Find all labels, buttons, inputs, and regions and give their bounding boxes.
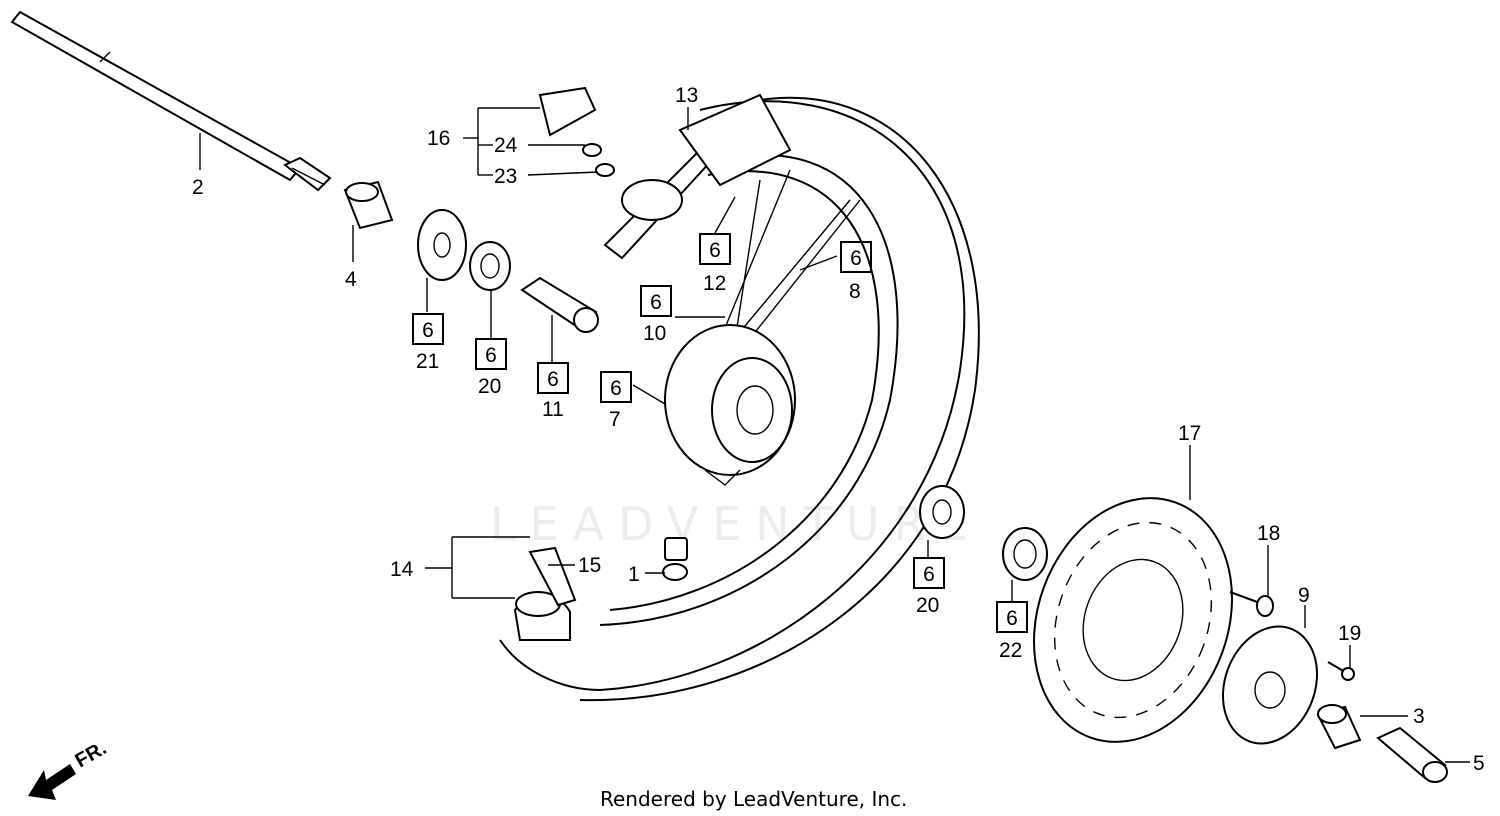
callout-20-left: 20 — [478, 375, 501, 398]
disc-cover-part[interactable] — [1207, 613, 1333, 757]
leader-lines — [199, 107, 1470, 763]
spokes-part[interactable] — [719, 169, 861, 351]
svg-text:6: 6 — [1006, 607, 1018, 630]
rim-band-part[interactable] — [538, 86, 615, 177]
callout-23: 23 — [494, 165, 517, 188]
ref-box-8: 6 — [840, 241, 872, 273]
ref-box-11: 6 — [537, 362, 569, 394]
bearing-right-part[interactable] — [919, 485, 965, 539]
svg-text:6: 6 — [547, 368, 559, 391]
svg-text:6: 6 — [709, 239, 721, 262]
svg-text:6: 6 — [850, 247, 862, 270]
side-collar-part[interactable] — [1316, 704, 1362, 750]
callout-18: 18 — [1257, 522, 1280, 545]
callout-9: 9 — [1298, 584, 1310, 607]
callout-7: 7 — [609, 408, 621, 431]
svg-text:6: 6 — [650, 291, 662, 314]
callout-12: 12 — [703, 272, 726, 295]
callout-14: 14 — [390, 558, 414, 581]
callout-17: 17 — [1178, 422, 1201, 445]
callout-2: 2 — [192, 176, 204, 199]
callout-19: 19 — [1338, 622, 1361, 645]
callout-3: 3 — [1413, 705, 1425, 728]
wheel-rim-part[interactable] — [499, 96, 980, 702]
svg-text:6: 6 — [422, 319, 434, 342]
callout-11: 11 — [542, 398, 564, 421]
axle-part[interactable] — [10, 10, 332, 192]
svg-text:6: 6 — [923, 563, 935, 586]
svg-text:6: 6 — [485, 344, 497, 367]
axle-nut-part[interactable] — [1376, 726, 1448, 783]
callout-10: 10 — [643, 322, 666, 345]
ref-box-10: 6 — [640, 285, 672, 317]
callout-13: 13 — [675, 84, 698, 107]
callout-16: 16 — [427, 127, 450, 150]
valve-part[interactable] — [662, 537, 688, 581]
brake-disc-part[interactable] — [1001, 470, 1265, 770]
front-direction-arrow: FR. — [28, 737, 110, 800]
disc-bolt-part[interactable] — [1229, 591, 1274, 617]
ref-box-21: 6 — [412, 313, 444, 345]
distance-collar-part[interactable] — [520, 276, 599, 333]
tube-part[interactable] — [513, 546, 577, 641]
callout-22: 22 — [999, 639, 1022, 662]
dust-seal-right-part[interactable] — [1002, 527, 1048, 581]
callout-8: 8 — [849, 280, 861, 303]
ref-box-20-right: 6 — [913, 557, 945, 589]
watermark: LEADVENTURE — [490, 497, 983, 551]
callout-1: 1 — [628, 563, 640, 586]
callout-21: 21 — [416, 350, 439, 373]
bearing-left-part[interactable] — [469, 241, 511, 291]
footer-credit: Rendered by LeadVenture, Inc. — [600, 787, 907, 811]
direction-label: FR. — [72, 737, 111, 772]
ref-box-20-left: 6 — [475, 338, 507, 370]
ref-box-7: 6 — [600, 371, 632, 403]
dust-seal-part[interactable] — [417, 209, 467, 281]
hub-part[interactable] — [664, 324, 796, 486]
callout-20-right: 20 — [916, 594, 939, 617]
ref-box-22: 6 — [996, 601, 1028, 633]
svg-text:6: 6 — [610, 377, 622, 400]
ref-box-12: 6 — [699, 233, 731, 265]
screw-part[interactable] — [1327, 661, 1355, 681]
callout-24: 24 — [494, 134, 518, 157]
callout-15: 15 — [578, 554, 601, 577]
callout-5: 5 — [1473, 752, 1485, 775]
collar-part[interactable] — [343, 180, 394, 230]
callout-4: 4 — [345, 268, 357, 291]
tire-part[interactable] — [603, 93, 792, 260]
